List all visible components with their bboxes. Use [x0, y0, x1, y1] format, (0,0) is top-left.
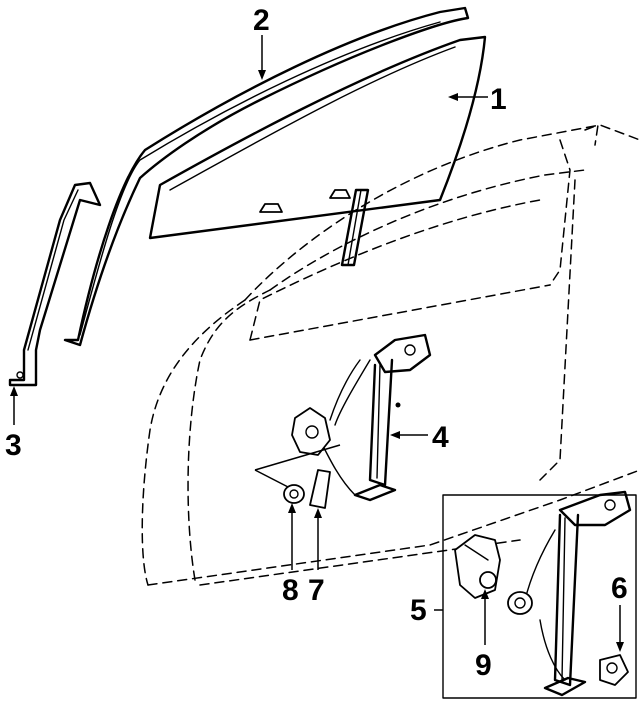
rear-run-channel: [8, 181, 102, 387]
door-glass: [148, 35, 487, 240]
callout-6: 6: [611, 572, 628, 605]
callout-9: 9: [475, 649, 492, 682]
callout-4: 4: [432, 421, 449, 454]
regulator-handle-switch: [309, 469, 331, 509]
fastener-group-bracket: [254, 444, 341, 489]
glass-run-weatherstrip: [63, 6, 470, 347]
callout-7: 7: [308, 574, 325, 607]
callout-1: 1: [490, 83, 507, 116]
callout-2: 2: [253, 4, 270, 37]
regulator-assembly-box: [442, 490, 637, 699]
window-regulator: [291, 333, 432, 502]
callout-5: 5: [410, 594, 427, 627]
callout-8: 8: [282, 574, 299, 607]
division-bar-channel: [340, 188, 370, 267]
regulator-grommet: [283, 484, 305, 504]
callout-3: 3: [5, 429, 22, 462]
leader-lines: [10, 35, 624, 652]
